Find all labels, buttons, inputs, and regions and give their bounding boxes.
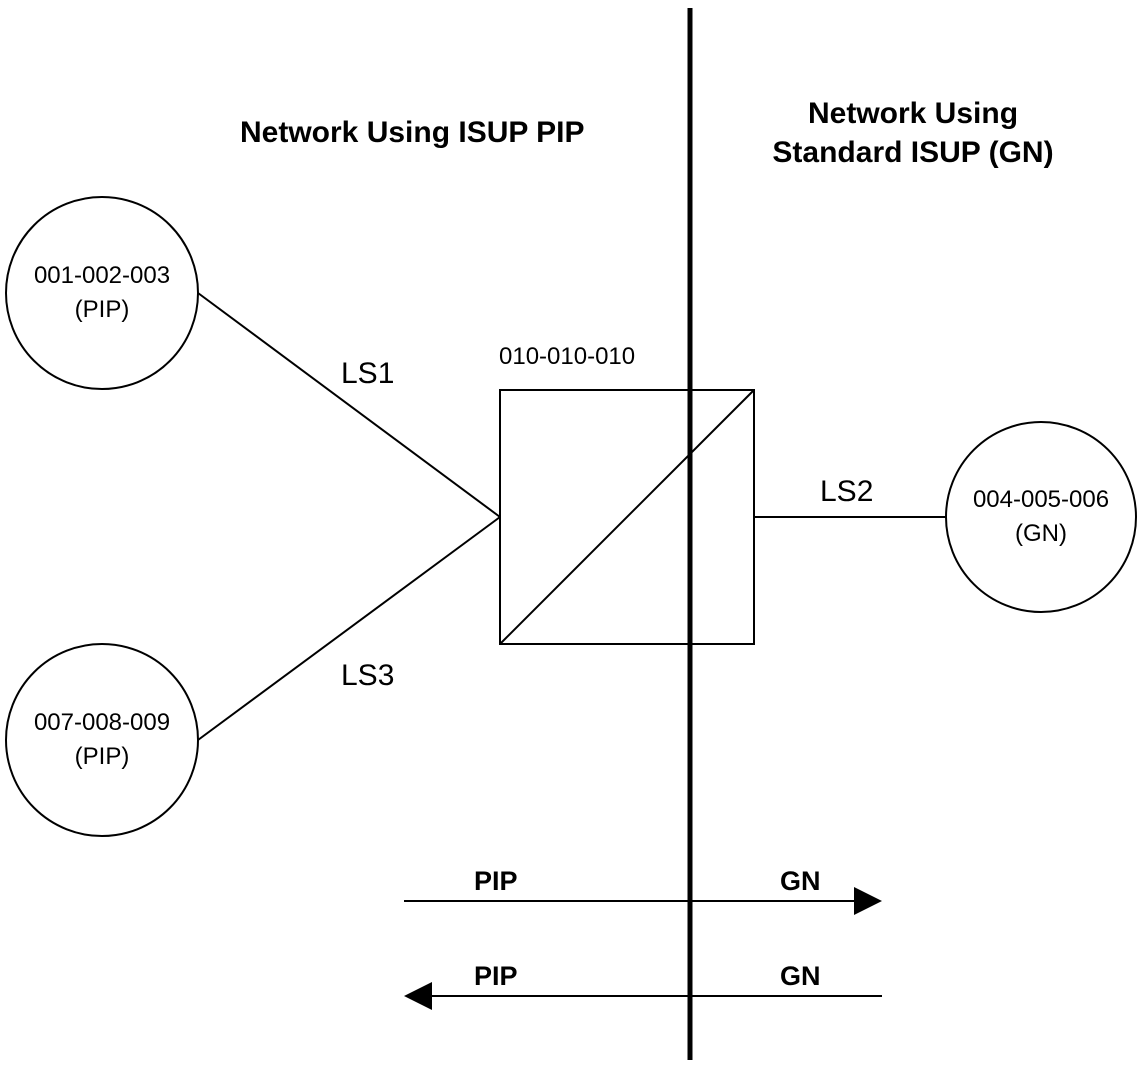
- reverse-flow-from-label: GN: [780, 961, 821, 991]
- forward-arrowhead-icon: [854, 887, 882, 915]
- forward-flow-to-label: GN: [780, 866, 821, 896]
- right-network-heading-line2: Standard ISUP (GN): [772, 136, 1054, 169]
- linkset-ls1-label: LS1: [341, 357, 395, 390]
- node-001-002-003-id: 001-002-003: [33, 262, 171, 289]
- reverse-arrowhead-icon: [404, 982, 432, 1010]
- linkset-ls1-line: [197, 292, 501, 518]
- right-network-heading-line1: Network Using: [807, 97, 1019, 130]
- node-001-002-003-circle: [5, 196, 199, 390]
- gateway-diagonal: [499, 389, 755, 645]
- forward-flow-from-label: PIP: [474, 866, 518, 896]
- gateway-id: 010-010-010: [499, 343, 636, 370]
- node-001-002-003-type: (PIP): [74, 296, 130, 323]
- node-004-005-006-type: (GN): [1015, 520, 1067, 547]
- linkset-ls3-label: LS3: [341, 659, 395, 692]
- node-007-008-009-id: 007-008-009: [33, 709, 171, 736]
- left-network-heading: Network Using ISUP PIP: [240, 116, 585, 149]
- linkset-ls2-label: LS2: [820, 475, 874, 508]
- node-004-005-006-circle: [945, 421, 1137, 613]
- node-004-005-006-id: 004-005-006: [972, 486, 1110, 513]
- node-007-008-009-type: (PIP): [74, 743, 130, 770]
- node-007-008-009-circle: [5, 643, 199, 837]
- reverse-flow-to-label: PIP: [474, 961, 518, 991]
- linkset-ls3-line: [197, 516, 501, 741]
